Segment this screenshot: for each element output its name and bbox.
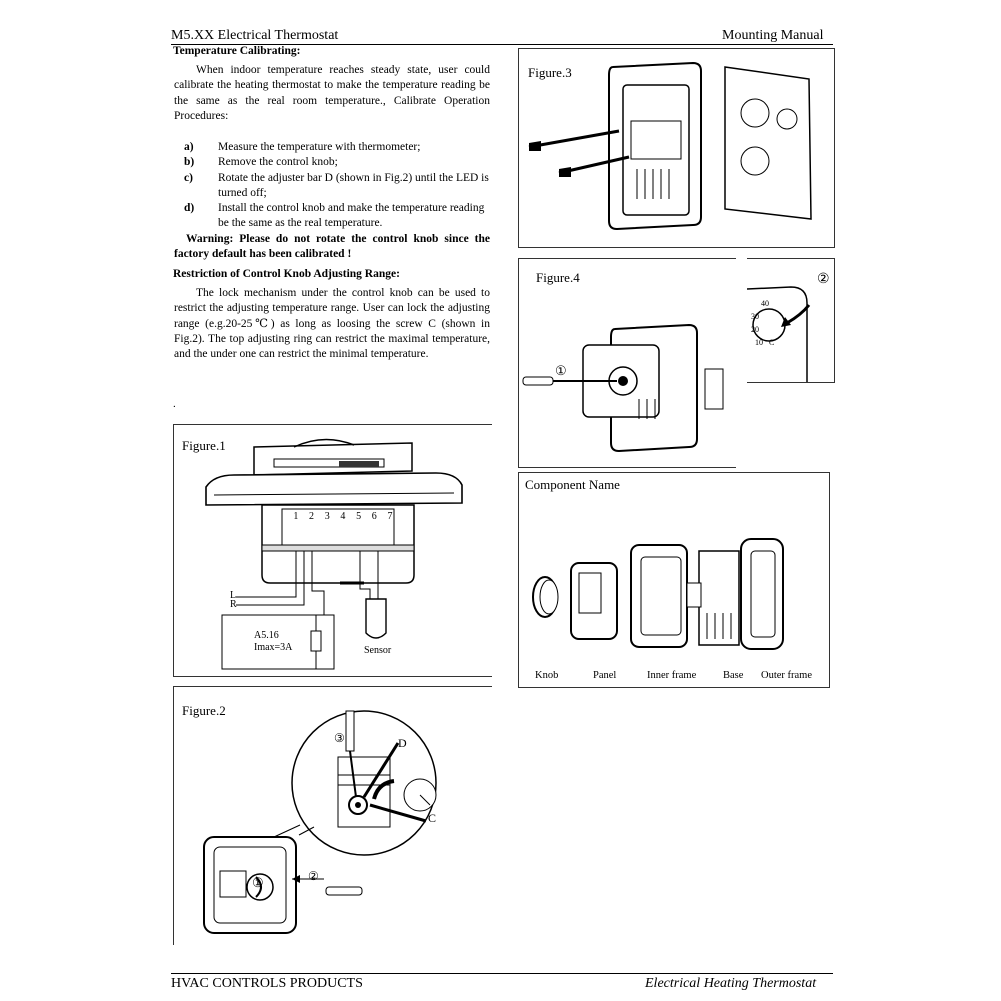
label-c: C — [428, 811, 437, 825]
scale-20: 20 — [751, 325, 759, 334]
calibrating-intro: When indoor temperature reaches steady s… — [174, 64, 490, 122]
scale-c: C — [769, 338, 775, 347]
footer-product: Electrical Heating Thermostat — [645, 976, 817, 991]
dial-scale: 40 30 20 10 C — [751, 297, 774, 349]
footer-rule — [171, 973, 833, 974]
fig4-step-1-marker: ① — [555, 363, 567, 378]
component-knob: Knob — [535, 670, 559, 681]
scale-40: 40 — [761, 299, 769, 308]
figure-2: Figure.2 ③ D C ① ② — [173, 686, 492, 945]
exploded-view-drawing — [532, 538, 784, 650]
footer-company: HVAC CONTROLS PRODUCTS — [171, 976, 363, 991]
terminal-4: 4 — [340, 511, 346, 522]
component-panel: Panel — [593, 670, 617, 681]
component-inner-frame: Inner frame — [647, 670, 697, 681]
step-d: d)Install the control knob and make the … — [184, 202, 485, 230]
figure-3: Figure.3 — [518, 48, 835, 248]
wire-label-l: L — [230, 590, 237, 601]
header-rule — [171, 44, 833, 45]
mounting-drawing — [528, 61, 812, 231]
wire-label-r: R — [230, 599, 237, 610]
component-name-caption: Component Name — [525, 477, 620, 492]
step-a: a)Measure the temperature with thermomet… — [184, 141, 421, 153]
step-b: b)Remove the control knob; — [184, 156, 338, 169]
step-1-marker: ① — [252, 875, 264, 890]
figure-1: Figure.1 1 2 3 4 5 6 7 — [173, 424, 492, 677]
terminal-6: 6 — [371, 511, 377, 522]
load-spec-line2: Imax=3A — [254, 642, 293, 653]
calibrating-steps: a)Measure the temperature with thermomet… — [184, 140, 490, 232]
stray-dot: . — [173, 398, 176, 410]
fig4-step-2-marker: ② — [817, 272, 830, 287]
dial-inset-drawing — [747, 286, 811, 383]
scale-30: 30 — [751, 312, 759, 321]
calibrating-title: Temperature Calibrating: — [173, 45, 301, 57]
component-name-box: Component Name Knob Panel Inner frame Ba… — [518, 472, 830, 688]
inset-bottom-rule — [747, 382, 835, 383]
step-c: c)Rotate the adjuster bar D (shown in Fi… — [184, 171, 489, 199]
sensor-label: Sensor — [364, 645, 392, 656]
document-title: M5.XX Electrical Thermostat — [171, 28, 339, 43]
figure-1-caption: Figure.1 — [182, 438, 226, 453]
terminal-numbers: 1 2 3 4 5 6 7 — [288, 511, 398, 522]
range-lock-drawing — [522, 323, 724, 453]
step-3-marker: ③ — [334, 731, 345, 745]
scale-10: 10 — [755, 338, 763, 347]
figure-3-caption: Figure.3 — [528, 65, 572, 80]
terminal-2: 2 — [309, 511, 315, 522]
load-spec-line1: A5.16 — [254, 630, 279, 641]
component-outer-frame: Outer frame — [761, 670, 813, 681]
terminal-1: 1 — [293, 511, 299, 522]
step-2-marker: ② — [308, 869, 319, 883]
figure-4-caption: Figure.4 — [536, 270, 580, 285]
terminal-5: 5 — [356, 511, 362, 522]
document-section: Mounting Manual — [722, 28, 824, 43]
figure-4: Figure.4 ① — [518, 258, 736, 468]
calibration-detail-drawing — [203, 710, 437, 934]
restriction-title: Restriction of Control Knob Adjusting Ra… — [173, 268, 400, 280]
terminal-3: 3 — [324, 511, 330, 522]
component-base: Base — [723, 670, 744, 681]
label-d: D — [398, 736, 407, 750]
calibration-warning: Warning: Please do not rotate the contro… — [174, 233, 490, 260]
figure-2-caption: Figure.2 — [182, 703, 226, 718]
terminal-7: 7 — [387, 511, 393, 522]
figure-4-inset: ② 40 30 20 10 C — [747, 258, 835, 383]
restriction-body: The lock mechanism under the control kno… — [174, 287, 490, 361]
thermostat-wiring-drawing — [205, 438, 463, 585]
